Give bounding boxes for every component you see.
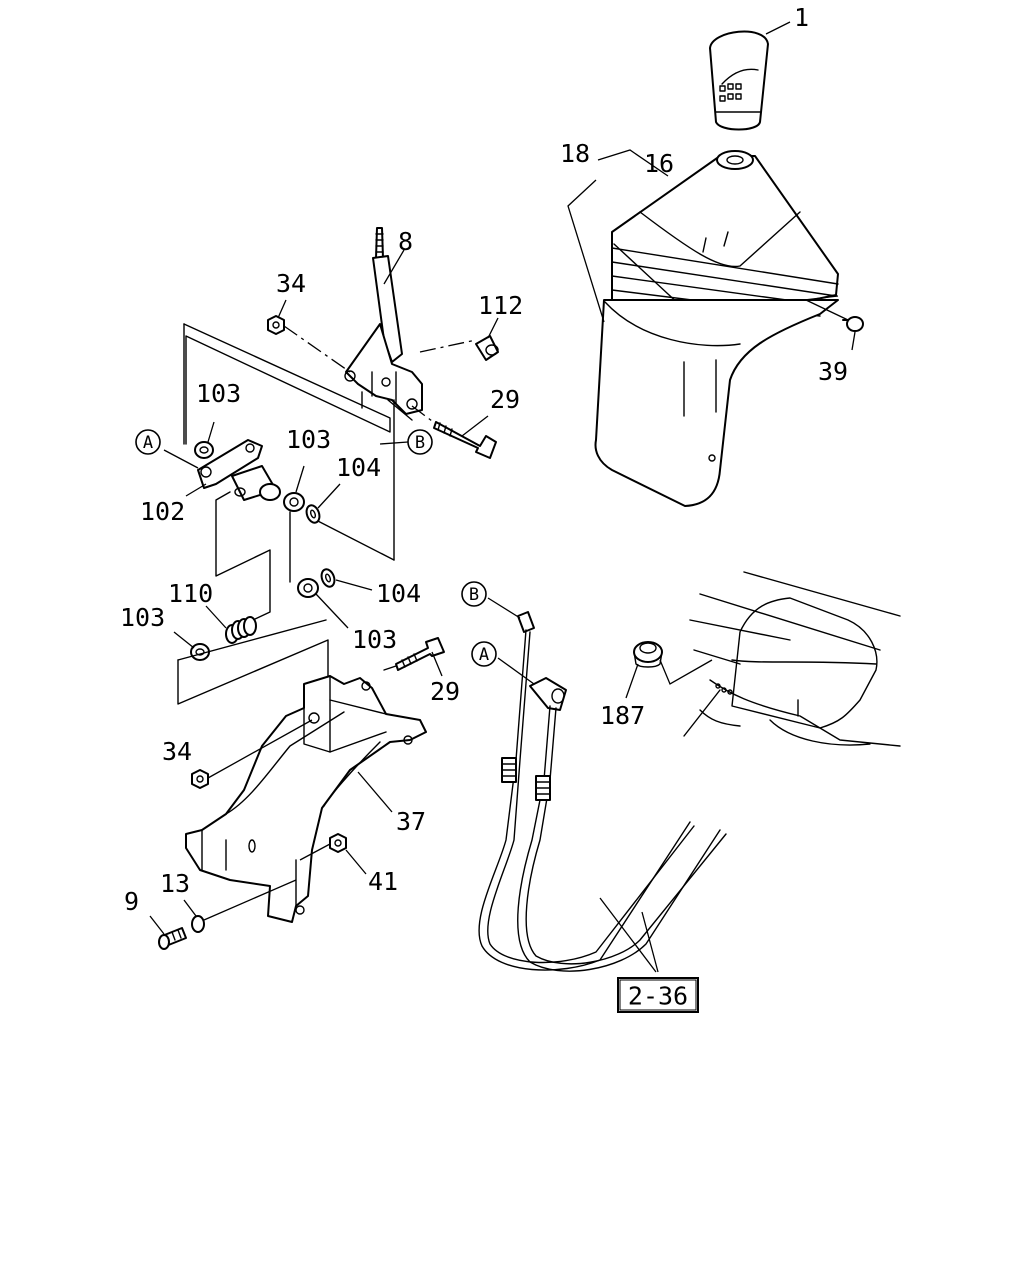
label-part-187: 187 [600,701,645,730]
bolt-29-mid [395,637,445,671]
shift-cover [594,295,839,507]
label-part-110: 110 [168,579,213,608]
bracket-37 [185,675,427,923]
screw-39 [805,299,864,332]
label-part-103-d: 103 [352,625,397,654]
control-cables [478,611,727,972]
label-part-39: 39 [818,357,848,386]
label-part-37: 37 [396,807,426,836]
label-part-34-top: 34 [276,269,306,298]
nut-34-top [267,315,285,335]
nut-41 [329,833,347,853]
label-part-29-mid: 29 [430,677,460,706]
label-part-18: 18 [560,139,590,168]
bushing-103-d [297,578,319,598]
label-part-8: 8 [398,227,413,256]
callout-a-cable: A [471,641,497,667]
bolt-9 [158,927,187,950]
label-part-104-a: 104 [336,453,381,482]
label-part-29-top: 29 [490,385,520,414]
shift-lever [344,227,423,415]
clip-104-b [320,568,336,588]
label-part-103-a: 103 [196,379,241,408]
label-part-103-c: 103 [120,603,165,632]
label-part-104-b: 104 [376,579,421,608]
label-part-16: 16 [644,149,674,178]
label-part-41: 41 [368,867,398,896]
bushing-103-a [194,441,214,459]
callout-a-left-text: A [143,433,153,453]
callout-a-left: A [135,429,161,455]
bushing-103-b [283,492,305,512]
machine-floor [683,571,901,747]
callout-b-lever-text: B [415,433,425,453]
bolt-29-top [433,421,497,459]
cap-112 [475,335,499,361]
label-part-34-low: 34 [162,737,192,766]
label-part-112: 112 [478,291,523,320]
reference-box: 2-36 [617,977,699,1013]
callout-a-cable-text: A [479,645,489,665]
label-part-102: 102 [140,497,185,526]
shift-knob [709,30,769,131]
label-part-9: 9 [124,887,139,916]
clip-104-a [305,504,321,524]
callout-b-cable-text: B [469,585,479,605]
washer-13 [191,915,205,933]
nut-34-low [191,769,209,789]
label-part-1: 1 [794,3,809,32]
grommet-187 [633,641,663,668]
spring-110 [225,616,257,644]
plate-102 [197,439,281,501]
label-part-13: 13 [160,869,190,898]
label-part-103-b: 103 [286,425,331,454]
callout-b-cable: B [461,581,487,607]
callout-b-lever: B [407,429,433,455]
reference-box-text: 2-36 [628,982,688,1011]
